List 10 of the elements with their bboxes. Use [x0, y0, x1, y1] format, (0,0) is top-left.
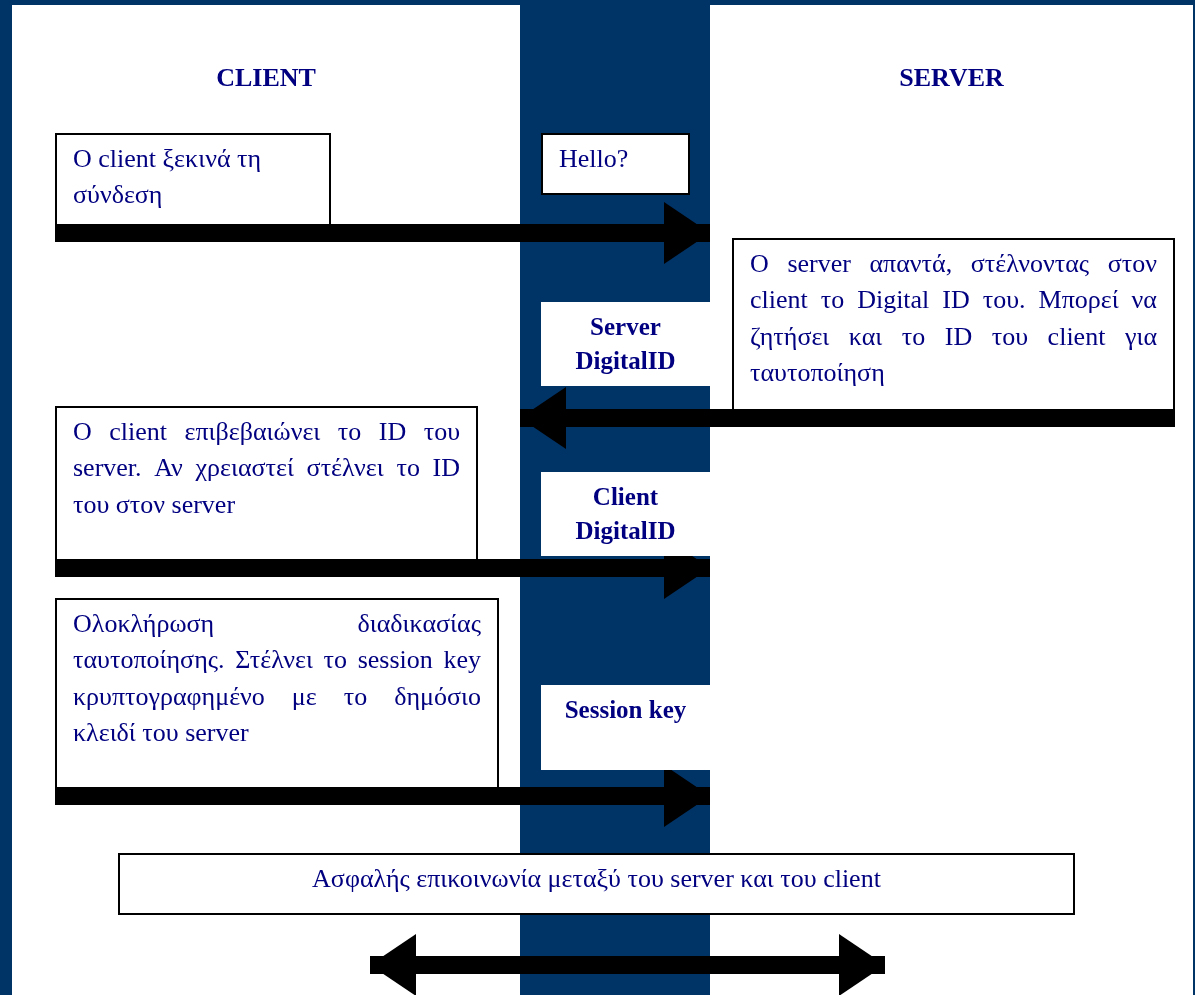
arrow	[520, 387, 1175, 449]
message-label: Server DigitalID	[541, 302, 710, 386]
arrow	[370, 934, 885, 995]
panel-heading: CLIENT	[215, 63, 317, 93]
message-label: Session key	[541, 685, 710, 770]
arrow	[55, 202, 710, 264]
message-label: Client DigitalID	[541, 472, 710, 556]
message-box: Ασφαλής επικοινωνία μεταξύ του server και του client	[118, 853, 1075, 915]
message-label: Hello?	[541, 133, 690, 195]
panel-heading: SERVER	[898, 63, 1005, 93]
